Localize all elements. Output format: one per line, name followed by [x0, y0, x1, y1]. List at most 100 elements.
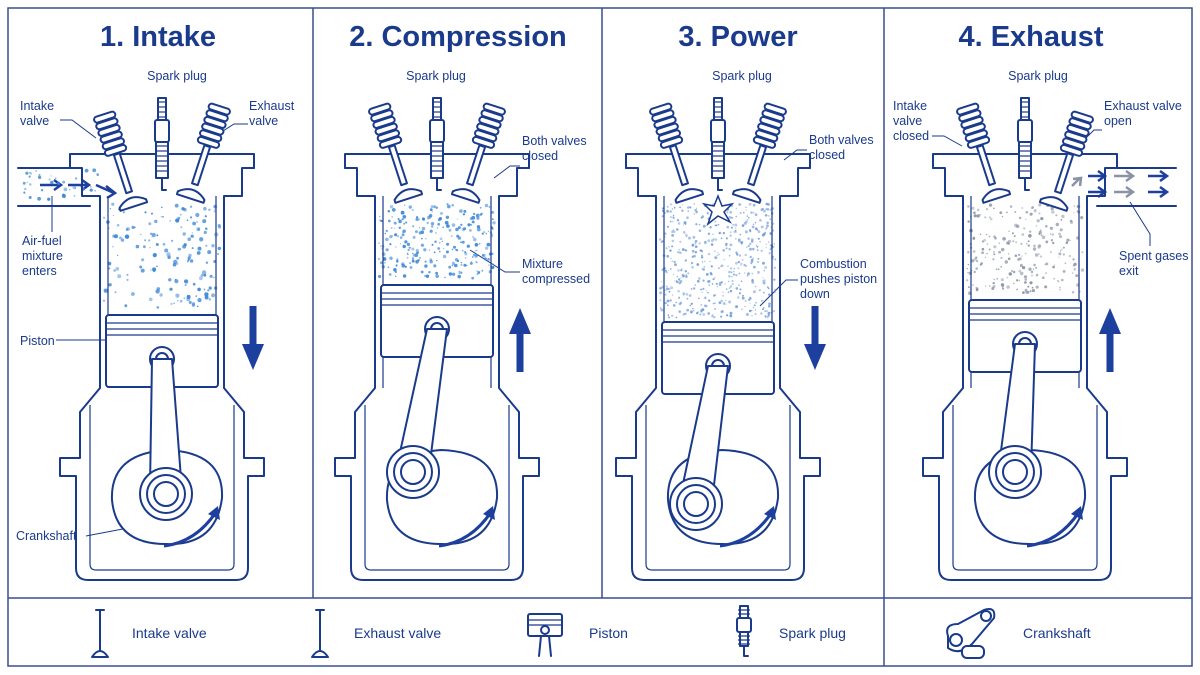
mixture-particles — [22, 168, 99, 201]
legend-label: Piston — [589, 625, 628, 641]
piston-up-arrow — [1099, 308, 1121, 372]
valve-stem — [975, 144, 996, 187]
engine — [334, 97, 540, 581]
spark-plug-label: Spark plug — [1008, 69, 1068, 83]
exhaust-valve-icon — [311, 609, 329, 658]
intake-valve-body — [956, 102, 1012, 204]
crankshaft-label: Crankshaft — [16, 529, 77, 543]
leader-line — [469, 249, 520, 273]
exhaust-port — [1096, 167, 1177, 207]
exhaust-valve — [450, 102, 506, 204]
cylinder-wall — [59, 167, 265, 581]
spark-plug-label: Spark plug — [406, 69, 466, 83]
crank-rotation-arrow — [719, 506, 776, 548]
mixture-particles — [965, 203, 1085, 296]
intake-valve — [368, 102, 424, 204]
leader-line — [85, 527, 129, 537]
piston-label: Piston — [20, 334, 55, 348]
valve-stem — [1054, 152, 1075, 195]
intake-flow-arrows — [40, 178, 118, 200]
outer-frame — [7, 7, 1193, 667]
leader-line — [493, 165, 520, 179]
piston-up-arrow — [509, 308, 531, 372]
spark-plug-label: Spark plug — [147, 69, 207, 83]
crankcase-inner — [645, 405, 791, 571]
valve-head — [450, 188, 481, 204]
valve-head — [118, 196, 149, 212]
valve-head — [175, 188, 206, 204]
intake-valve-body — [368, 102, 424, 204]
legend-label: Crankshaft — [1023, 625, 1091, 641]
crank-pin — [153, 481, 179, 507]
valve-spring — [1062, 137, 1086, 151]
spark-burst — [701, 193, 735, 227]
crank-pin — [1002, 459, 1028, 485]
crankshaft-icon — [946, 608, 996, 659]
crank-pin — [400, 459, 426, 485]
valve-stem — [387, 144, 408, 187]
piston-icon — [527, 613, 563, 657]
spark-plug-icon — [736, 605, 752, 657]
spark-plug — [429, 97, 445, 191]
leader-line — [1129, 201, 1151, 246]
crankcase-inner — [364, 405, 510, 571]
intake-valve-body — [93, 110, 149, 212]
exhaust-valve — [731, 102, 787, 204]
valve-head — [393, 188, 424, 204]
crank-pin — [683, 491, 709, 517]
exhaust-flow-arrows — [1071, 169, 1170, 199]
valve-spring — [372, 115, 396, 129]
leader-line — [932, 135, 963, 147]
cylinder-wall — [615, 167, 821, 581]
exhaust-valve-body — [450, 102, 506, 204]
valve-spring — [478, 115, 502, 129]
mixture-particles — [102, 202, 222, 309]
valve-stem — [668, 144, 689, 187]
piston-down-arrow — [242, 306, 264, 370]
engine — [17, 97, 265, 581]
legend-label: Spark plug — [779, 625, 846, 641]
intake-valve-body — [649, 102, 705, 204]
crank-rotation-arrow — [438, 506, 495, 548]
valve-head — [1038, 196, 1069, 212]
panel-title: 2. Compression — [349, 21, 567, 53]
exhaust-valve-body — [1038, 110, 1094, 212]
crank-rotation-arrow — [163, 506, 220, 548]
crankcase-inner — [952, 405, 1098, 571]
valve-head — [981, 188, 1012, 204]
panel-title: 4. Exhaust — [958, 21, 1103, 53]
exhaust-valve-body — [731, 102, 787, 204]
legend-label: Exhaust valve — [354, 625, 441, 641]
intake-valve — [956, 102, 1012, 204]
valve-spring — [1070, 110, 1094, 124]
intake-valve — [649, 102, 705, 204]
panel-title: 3. Power — [678, 21, 797, 53]
valve-stem — [191, 144, 212, 187]
intake-valve-icon — [91, 609, 109, 658]
leader-line — [759, 279, 798, 307]
mixture-particles — [377, 203, 496, 280]
spark-plug — [154, 97, 170, 191]
crankcase-inner — [89, 405, 235, 571]
exhaust-valve-body — [175, 102, 231, 204]
legend: Intake valve Exhaust valve Piston Spark … — [91, 605, 1091, 659]
exhaust-valve — [175, 102, 231, 204]
spark-plug — [1017, 97, 1033, 191]
mixture-particles — [658, 202, 777, 319]
spark-plug-label: Spark plug — [712, 69, 772, 83]
valve-head — [674, 188, 705, 204]
valve-head — [731, 188, 762, 204]
